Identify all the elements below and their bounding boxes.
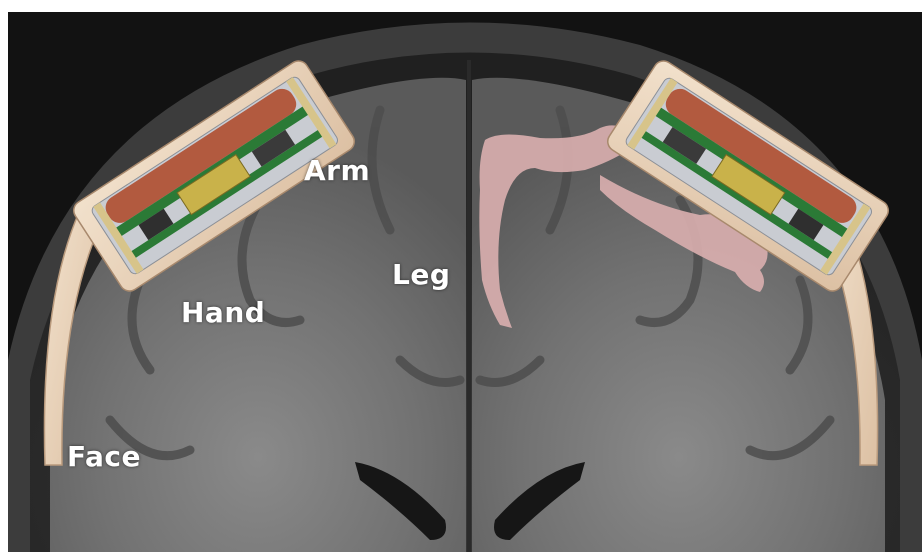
leg-label: Leg: [392, 258, 450, 291]
face-label: Face: [67, 440, 141, 473]
arm-label: Arm: [304, 154, 370, 187]
hand-label: Hand: [181, 296, 265, 329]
